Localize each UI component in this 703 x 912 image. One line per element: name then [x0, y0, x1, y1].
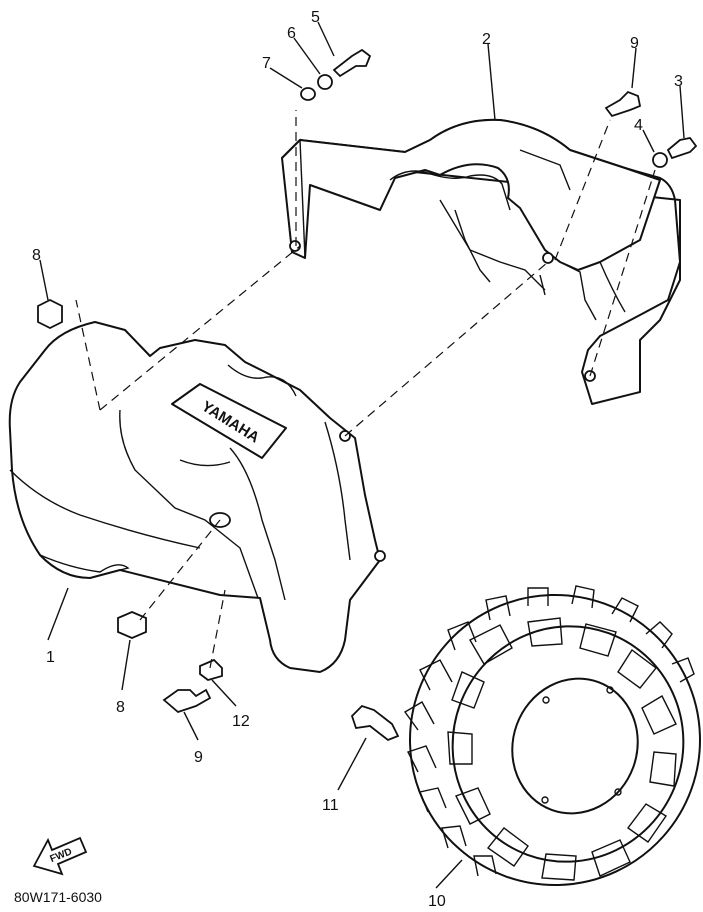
figure-code: 80W171-6030: [14, 889, 102, 905]
callout-1: 1: [46, 649, 55, 666]
upper-air-shroud: [281, 118, 681, 405]
bolt-5: [332, 48, 372, 78]
hardware-parts: [37, 48, 698, 742]
washer-4: [652, 152, 668, 168]
fwd-arrow-icon: FWD: [32, 836, 88, 876]
callout-11: 11: [322, 797, 339, 814]
flywheel-cooling-fan: [403, 585, 701, 886]
callout-8-lower: 8: [116, 699, 125, 716]
callout-4: 4: [634, 117, 643, 134]
nut-8-upper: [37, 298, 63, 330]
callout-9-lower: 9: [194, 749, 203, 766]
callout-9-upper: 9: [630, 35, 639, 52]
callout-5: 5: [311, 9, 320, 26]
callout-3: 3: [674, 73, 683, 90]
collar-12: [199, 658, 223, 681]
callout-leaders: [39, 21, 685, 889]
callout-10: 10: [428, 893, 446, 910]
callout-numbers: 1 2 3 4 5 6 7 8 8 9 9 10 11 12: [32, 9, 683, 910]
callout-2: 2: [482, 31, 491, 48]
emblem-plate: [171, 383, 287, 459]
callout-12: 12: [232, 713, 250, 730]
washer-7: [300, 87, 316, 101]
assembly-lines: [75, 110, 656, 669]
nut-8-lower: [117, 611, 147, 639]
bolt-9-lower: [162, 688, 212, 714]
callout-7: 7: [262, 55, 271, 72]
callout-8-upper: 8: [32, 247, 41, 264]
bolt-9-upper: [604, 90, 642, 118]
washer-6: [317, 74, 333, 90]
main-air-shroud: YAMAHA: [8, 321, 386, 673]
bolt-3: [666, 137, 698, 160]
callout-6: 6: [287, 25, 296, 42]
bolt-11: [350, 704, 400, 742]
